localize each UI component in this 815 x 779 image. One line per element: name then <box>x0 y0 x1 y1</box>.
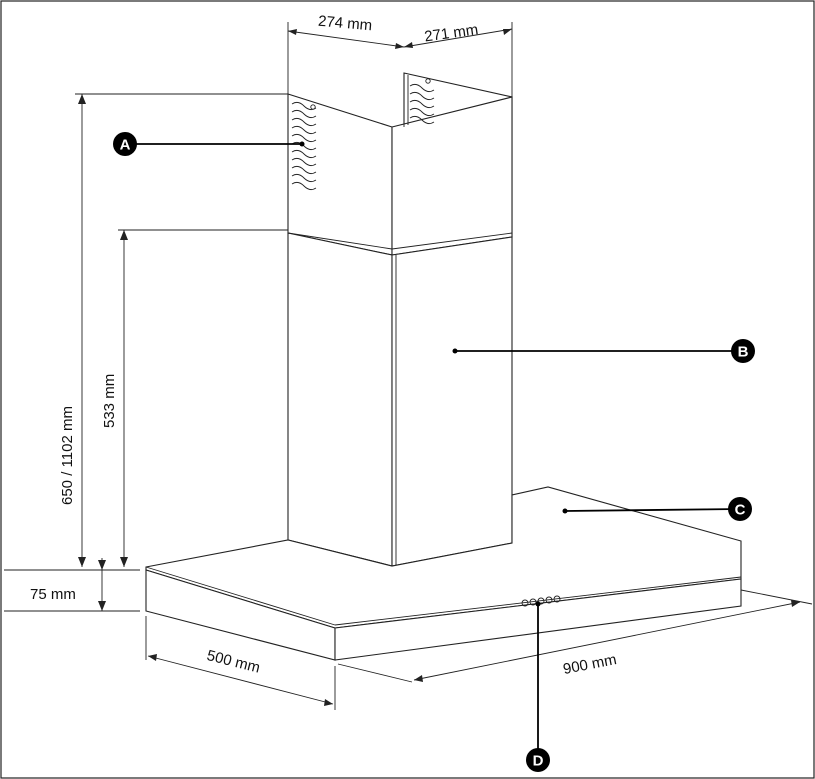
svg-text:D: D <box>533 753 544 770</box>
control-buttons <box>521 595 561 607</box>
chimney-width-label: 274 mm <box>317 13 372 35</box>
total-height-label: 650 / 1102 mm <box>59 406 76 505</box>
callout-leaders <box>125 141 743 760</box>
svg-text:A: A <box>120 137 131 154</box>
svg-text:C: C <box>735 502 746 519</box>
vent-slots-left <box>291 101 317 191</box>
canopy-height-label: 75 mm <box>30 586 76 603</box>
chimney-depth-label: 271 mm <box>423 21 479 45</box>
callout-a: A <box>113 132 137 156</box>
callout-b: B <box>731 339 755 363</box>
lower-chimney-height-label: 533 mm <box>101 374 118 428</box>
canopy-depth-label: 500 mm <box>205 647 262 677</box>
upper-chimney <box>287 72 513 256</box>
arrowheads <box>78 29 800 706</box>
dimension-lines <box>4 22 813 710</box>
callout-c: C <box>728 497 752 521</box>
svg-text:B: B <box>738 344 749 361</box>
lower-chimney <box>287 232 513 567</box>
canopy-width-label: 900 mm <box>562 651 618 678</box>
vent-slots-right <box>409 78 435 125</box>
callout-d: D <box>526 748 550 772</box>
